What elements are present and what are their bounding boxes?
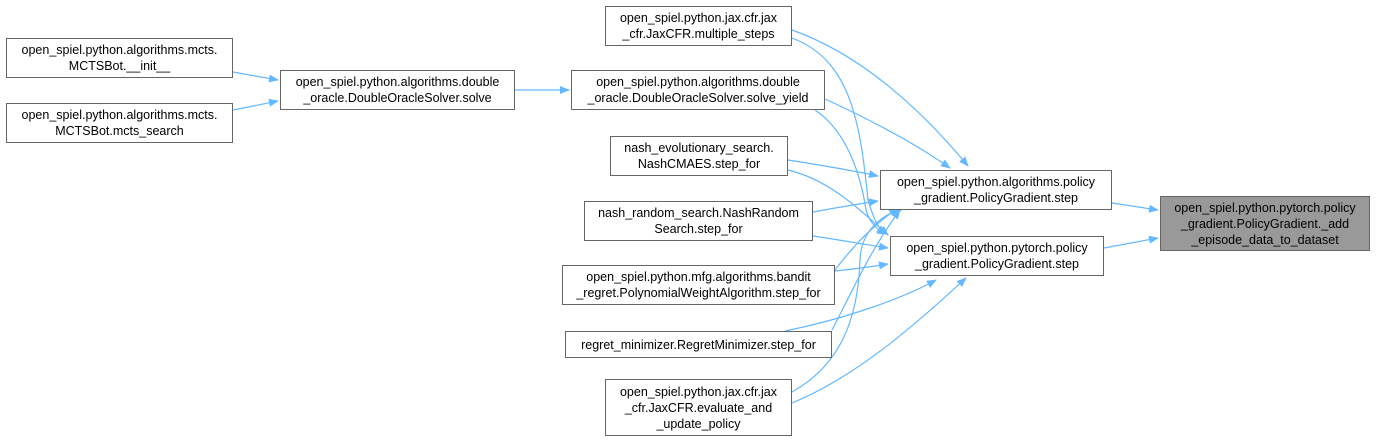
node-label-line: _gradient.PolicyGradient.step — [915, 257, 1079, 271]
node-label-line: open_spiel.python.algorithms.mcts. — [21, 108, 218, 122]
node-label-line: NashCMAES.step_for — [637, 157, 761, 171]
node-pytorch-policy-gradient-step[interactable]: open_spiel.python.pytorch.policy _gradie… — [890, 236, 1104, 276]
edge-alg-step-to-focus — [1111, 202, 1159, 213]
node-mctsbot-mcts-search[interactable]: open_spiel.python.algorithms.mcts. MCTSB… — [6, 103, 233, 143]
node-label-line: open_spiel.python.pytorch.policy — [906, 241, 1088, 255]
node-jaxcfr-multiple-steps[interactable]: open_spiel.python.jax.cfr.jax _cfr.JaxCF… — [605, 6, 792, 46]
edge-nash-evo-to-torch-step — [787, 169, 889, 236]
edge-nash-random-to-alg-step — [812, 198, 879, 213]
node-nash-random-search-step-for[interactable]: nash_random_search.NashRandom Search.ste… — [584, 201, 813, 241]
edge-jax-eval-to-torch-step — [791, 277, 967, 404]
edge-mcts-search-to-solve — [232, 98, 279, 111]
node-label-line: open_spiel.python.algorithms.double — [295, 75, 500, 89]
node-label-line: _regret.PolynomialWeightAlgorithm.step_f… — [576, 286, 821, 300]
edge-nash-evo-to-alg-step — [787, 159, 879, 179]
edge-solve-yield-to-alg-step — [824, 98, 951, 169]
node-mctsbot-init[interactable]: open_spiel.python.algorithms.mcts. MCTSB… — [6, 38, 233, 78]
node-label-line: MCTSBot.mcts_search — [55, 124, 184, 138]
node-label-line: open_spiel.python.jax.cfr.jax — [619, 11, 778, 25]
node-double-oracle-solve-yield[interactable]: open_spiel.python.algorithms.double _ora… — [571, 70, 825, 110]
edge-bandit-to-alg-step — [834, 207, 899, 271]
edge-jax-eval-to-alg-step — [791, 206, 905, 393]
edge-nash-random-to-torch-step — [812, 235, 889, 251]
node-label-line: open_spiel.python.algorithms.double — [596, 75, 800, 89]
node-label-line: MCTSBot.__init__ — [68, 59, 171, 73]
node-double-oracle-solve[interactable]: open_spiel.python.algorithms.double _ora… — [280, 70, 515, 110]
node-label-line: _oracle.DoubleOracleSolver.solve_yield — [587, 91, 809, 105]
node-label-line: _oracle.DoubleOracleSolver.solve — [303, 91, 492, 105]
edge-mcts-init-to-solve — [232, 71, 279, 83]
edge-torch-step-to-focus — [1103, 235, 1159, 249]
node-polynomial-weight-step-for[interactable]: open_spiel.python.mfg.algorithms.bandit … — [562, 265, 835, 305]
node-label-line: Search.step_for — [654, 222, 743, 236]
node-jaxcfr-evaluate-and-update-policy[interactable]: open_spiel.python.jax.cfr.jax _cfr.JaxCF… — [605, 379, 792, 436]
node-label-line: open_spiel.python.mfg.algorithms.bandit — [586, 270, 811, 284]
edge-bandit-to-torch-step — [834, 261, 889, 272]
node-label-line: regret_minimizer.RegretMinimizer.step_fo… — [581, 337, 816, 352]
node-nashcmaes-step-for[interactable]: nash_evolutionary_search. NashCMAES.step… — [610, 136, 788, 176]
edge-jax-multiple-to-alg-step — [791, 29, 969, 167]
node-label-line: _cfr.JaxCFR.multiple_steps — [622, 27, 775, 41]
node-regret-minimizer-step-for[interactable]: regret_minimizer.RegretMinimizer.step_fo… — [565, 331, 832, 358]
node-label-line: open_spiel.python.jax.cfr.jax — [619, 384, 778, 399]
edge-solve-yield-to-torch-step — [814, 109, 887, 235]
node-label-line: _update_policy — [656, 416, 741, 431]
node-label-line: _gradient.PolicyGradient.step — [914, 191, 1078, 205]
node-label-line: _gradient.PolicyGradient._add — [1180, 216, 1350, 231]
node-label-line: nash_random_search.NashRandom — [598, 206, 799, 220]
node-label-line: open_spiel.python.algorithms.policy — [896, 175, 1096, 189]
node-label-line: _episode_data_to_dataset — [1191, 232, 1339, 247]
edge-regret-to-torch-step — [784, 279, 937, 332]
node-add-episode-data-to-dataset: open_spiel.python.pytorch.policy _gradie… — [1160, 196, 1370, 251]
node-label-line: open_spiel.python.pytorch.policy — [1174, 200, 1356, 215]
node-algorithms-policy-gradient-step[interactable]: open_spiel.python.algorithms.policy _gra… — [880, 170, 1112, 210]
node-label-line: open_spiel.python.algorithms.mcts. — [21, 43, 218, 57]
node-label-line: nash_evolutionary_search. — [624, 141, 774, 155]
node-label-line: _cfr.JaxCFR.evaluate_and — [624, 400, 773, 415]
